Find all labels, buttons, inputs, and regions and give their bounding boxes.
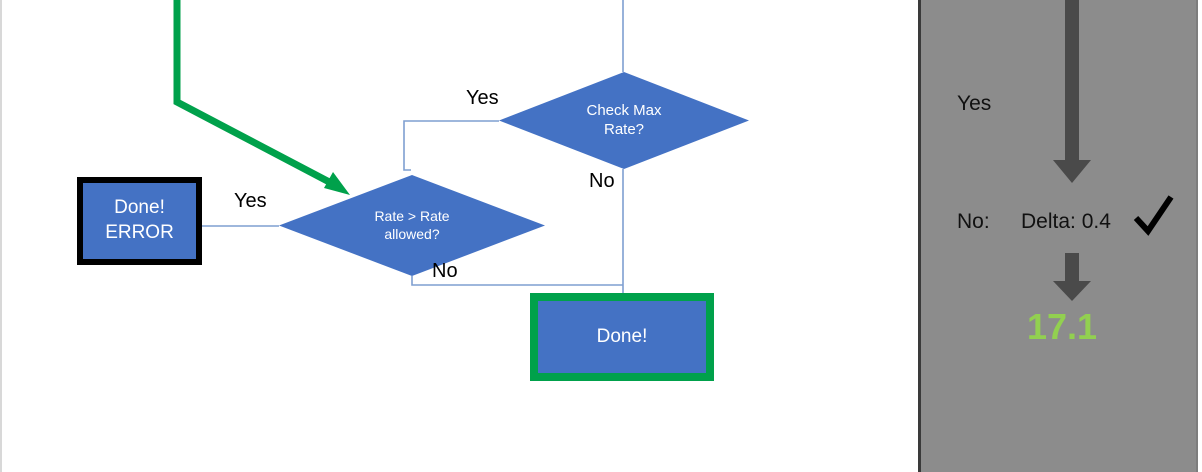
overlay-label-no: No: [957, 210, 990, 233]
long-down-arrow-icon [1053, 0, 1091, 183]
overlay-result-value: 17.1 [1027, 306, 1098, 347]
node-done-ok[interactable]: Done! [530, 293, 714, 381]
overlay-panel: Yes No: Delta: 0.4 17.1 [918, 0, 1198, 472]
overlay-label-yes: Yes [957, 92, 992, 115]
node-done-error[interactable]: Done! ERROR [77, 177, 202, 265]
edge-label-no-check-max: No [589, 170, 615, 192]
node-label-check-max-rate: Check Max Rate? [586, 101, 662, 138]
edge-label-yes-rate-gt: Yes [234, 190, 267, 212]
connector-yes-check-max-to-rate-gt [403, 120, 499, 171]
short-down-arrow-icon [1053, 253, 1091, 301]
green-annotation-arrow [173, 0, 350, 195]
edge-label-no-rate-gt: No [432, 260, 458, 282]
checkmark-icon [1133, 195, 1174, 236]
edge-label-yes-check-max: Yes [466, 87, 499, 109]
node-label-rate-gt-rate-allowed: Rate > Rate allowed? [374, 208, 450, 242]
overlay-label-delta: Delta: 0.4 [1021, 210, 1111, 233]
